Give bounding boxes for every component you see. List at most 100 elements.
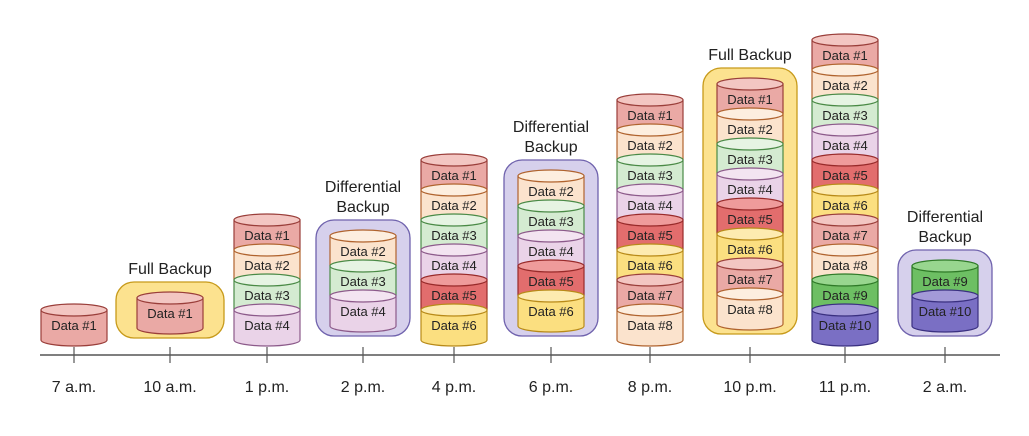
cylinder-label: Data #4	[244, 318, 290, 333]
cylinder-top	[517, 229, 585, 243]
cylinder-top	[716, 257, 784, 271]
cylinder-top	[811, 303, 879, 317]
data-cylinder-1: Data #1	[40, 303, 108, 347]
cylinder-top	[811, 213, 879, 227]
cylinder-label: Data #9	[922, 274, 968, 289]
cylinder-label: Data #4	[822, 138, 868, 153]
data-cylinder-10: Data #10	[811, 303, 879, 347]
cylinder-top	[811, 123, 879, 137]
cylinder-label: Data #4	[627, 198, 673, 213]
cylinder-label: Data #8	[727, 302, 773, 317]
cylinder-label: Data #5	[431, 288, 477, 303]
cylinder-label: Data #6	[431, 318, 477, 333]
cylinder-top	[420, 213, 488, 227]
cylinder-top	[616, 243, 684, 257]
cylinder-top	[40, 303, 108, 317]
data-cylinder-6: Data #6	[517, 289, 585, 333]
cylinder-label: Data #4	[340, 304, 386, 319]
time-label: 6 p.m.	[529, 379, 573, 396]
cylinder-label: Data #2	[822, 78, 868, 93]
cylinder-top	[811, 243, 879, 257]
time-label: 2 p.m.	[341, 379, 385, 396]
cylinder-top	[233, 273, 301, 287]
data-cylinder-1: Data #1	[136, 291, 204, 335]
cylinder-body	[716, 293, 784, 331]
cylinder-label: Data #7	[627, 288, 673, 303]
time-label: 10 a.m.	[143, 379, 196, 396]
cylinder-label: Data #1	[627, 108, 673, 123]
cylinder-top	[420, 273, 488, 287]
cylinder-top	[716, 197, 784, 211]
cylinder-label: Data #2	[627, 138, 673, 153]
time-label: 10 p.m.	[723, 379, 776, 396]
cylinder-label: Data #1	[244, 228, 290, 243]
cylinder-label: Data #1	[727, 92, 773, 107]
cylinder-label: Data #10	[819, 318, 872, 333]
cylinder-top	[420, 303, 488, 317]
cylinder-body	[40, 309, 108, 347]
cylinder-label: Data #3	[244, 288, 290, 303]
timeline-column-3: 1 p.m. Data #1 Data #2 Data #3 Data #4	[233, 213, 301, 396]
cylinder-top	[517, 289, 585, 303]
cylinder-label: Data #2	[244, 258, 290, 273]
data-cylinder-4: Data #4	[329, 289, 397, 333]
backup-label-line: Full Backup	[708, 47, 792, 64]
timeline-column-4: 2 p.m. Data #2 Data #3 Data #4 DifferentialB…	[315, 179, 411, 396]
full-backup-label: Full Backup	[708, 47, 792, 64]
cylinder-label: Data #1	[431, 168, 477, 183]
cylinder-label: Data #8	[822, 258, 868, 273]
time-label: 1 p.m.	[245, 379, 289, 396]
cylinder-top	[517, 259, 585, 273]
cylinder-top	[811, 273, 879, 287]
cylinder-label: Data #5	[727, 212, 773, 227]
cylinder-top	[616, 153, 684, 167]
cylinder-label: Data #7	[822, 228, 868, 243]
data-cylinder-8: Data #8	[616, 303, 684, 347]
cylinder-label: Data #3	[822, 108, 868, 123]
cylinder-body	[616, 309, 684, 347]
cylinder-label: Data #3	[431, 228, 477, 243]
cylinder-label: Data #2	[727, 122, 773, 137]
cylinder-label: Data #7	[727, 272, 773, 287]
data-cylinder-8: Data #8	[716, 287, 784, 331]
cylinder-body	[811, 309, 879, 347]
cylinder-label: Data #3	[727, 152, 773, 167]
cylinder-label: Data #2	[528, 184, 574, 199]
timeline-column-9: 11 p.m. Data #1 Data #2 Data #3 Data #4 Data …	[811, 33, 879, 396]
cylinder-top	[329, 259, 397, 273]
cylinder-body	[233, 309, 301, 347]
cylinder-top	[716, 77, 784, 91]
cylinder-label: Data #1	[51, 318, 97, 333]
data-cylinder-4: Data #4	[233, 303, 301, 347]
cylinder-top	[911, 259, 979, 273]
cylinder-top	[811, 33, 879, 47]
cylinder-label: Data #3	[340, 274, 386, 289]
cylinder-top	[716, 107, 784, 121]
cylinder-top	[716, 167, 784, 181]
cylinder-label: Data #2	[340, 244, 386, 259]
cylinder-top	[811, 93, 879, 107]
cylinder-top	[616, 183, 684, 197]
cylinder-label: Data #2	[431, 198, 477, 213]
data-cylinder-10: Data #10	[911, 289, 979, 333]
cylinder-label: Data #1	[822, 48, 868, 63]
cylinder-top	[329, 289, 397, 303]
backup-label-line: Differential	[325, 179, 401, 196]
cylinder-body	[329, 295, 397, 333]
cylinder-top	[233, 213, 301, 227]
cylinder-label: Data #5	[822, 168, 868, 183]
time-label: 11 p.m.	[819, 379, 871, 396]
cylinder-top	[420, 243, 488, 257]
cylinder-top	[329, 229, 397, 243]
cylinder-label: Data #6	[528, 304, 574, 319]
data-cylinder-6: Data #6	[420, 303, 488, 347]
cylinder-top	[716, 287, 784, 301]
cylinder-top	[616, 93, 684, 107]
cylinder-label: Data #3	[627, 168, 673, 183]
